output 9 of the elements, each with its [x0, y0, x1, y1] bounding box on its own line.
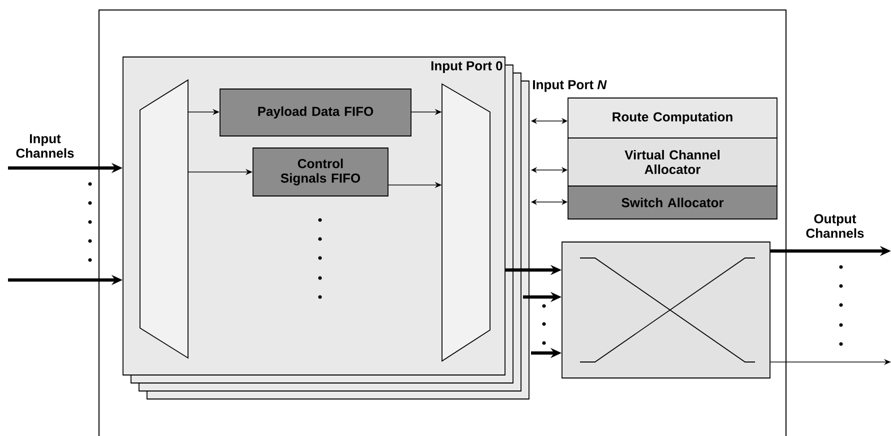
control-unit-box: Route Computation	[568, 98, 778, 138]
channel-label: Output Channels	[806, 214, 864, 238]
control-unit-box: Virtual Channel Allocator	[568, 138, 778, 186]
crossbar-box	[562, 242, 770, 378]
fifo-box: Control Signals FIFO	[252, 148, 388, 196]
control-unit-box: Switch Allocator	[568, 186, 778, 220]
fifo-box: Payload Data FIFO	[220, 88, 412, 136]
channel-label: Input Channels	[16, 134, 74, 158]
port-label: Input Port N	[533, 80, 607, 92]
